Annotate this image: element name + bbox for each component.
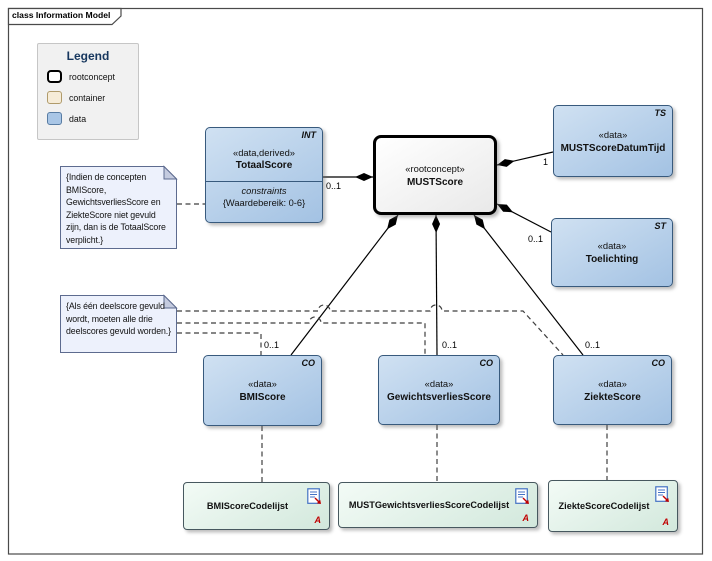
multiplicity-gewichtsverliesscore: 0..1 xyxy=(442,340,458,350)
codelist-name: ZiekteScoreCodelijst xyxy=(558,501,650,511)
codelist-badge: A xyxy=(662,517,670,527)
document-icon xyxy=(655,486,669,502)
codelist-bmiscore[interactable]: BMIScoreCodelijst A xyxy=(183,482,330,530)
note-fold-icon xyxy=(163,165,178,180)
stereotype: «rootconcept» xyxy=(405,162,465,174)
constraint-value: {Waardebereik: 0-6} xyxy=(222,198,306,208)
link-mustscore-toelichting[interactable] xyxy=(496,203,552,233)
multiplicity-bmiscore: 0..1 xyxy=(264,340,280,350)
noteline-ziektescore[interactable] xyxy=(177,304,564,356)
link-mustscore-gewichtsverliesscore[interactable] xyxy=(432,214,441,356)
datatype-marker: ST xyxy=(654,221,666,231)
legend-item-label: container xyxy=(69,92,106,103)
datatype-marker: CO xyxy=(301,358,316,368)
class-name: MUSTScoreDatumTijd xyxy=(560,142,666,154)
stereotype: «data» xyxy=(424,377,454,389)
stereotype: «data» xyxy=(597,240,627,251)
codelist-ziektescore[interactable]: ZiekteScoreCodelijst A xyxy=(548,480,678,532)
class-name: Toelichting xyxy=(585,254,639,265)
multiplicity-ziektescore: 0..1 xyxy=(585,340,601,350)
link-mustscore-bmiscore[interactable] xyxy=(290,214,399,356)
legend: Legend rootconcept container data xyxy=(37,43,139,140)
note-deelscores-text: {Als één deelscore gevuld wordt, moeten … xyxy=(66,301,171,337)
multiplicity-toelichting: 0..1 xyxy=(528,234,544,244)
legend-item-label: rootconcept xyxy=(69,71,115,82)
container-swatch-icon xyxy=(47,91,62,104)
note-shape-totaalscore[interactable] xyxy=(60,166,177,249)
class-toelichting[interactable]: ST «data» Toelichting xyxy=(551,218,673,287)
datatype-marker: CO xyxy=(651,358,666,368)
class-name: MUSTScore xyxy=(406,176,464,188)
class-name: ZiekteScore xyxy=(584,391,641,403)
datatype-marker: CO xyxy=(479,358,494,368)
link-mustscore-datumtijd[interactable] xyxy=(496,151,554,167)
legend-item-container: container xyxy=(47,90,138,105)
noteline-bmiscore[interactable] xyxy=(177,332,262,355)
datatype-marker: INT xyxy=(301,130,317,140)
class-ziektescore[interactable]: CO «data» ZiekteScore xyxy=(553,355,672,425)
class-bmiscore[interactable]: CO «data» BMIScore xyxy=(203,355,322,426)
note-totaalscore-text: {Indien de concepten BMIScore, Gewichtsv… xyxy=(66,172,166,245)
multiplicity-totaalscore: 0..1 xyxy=(326,181,342,191)
note-shape-deelscores[interactable] xyxy=(60,295,177,353)
data-swatch-icon xyxy=(47,112,62,125)
codelist-badge: A xyxy=(314,515,322,525)
stereotype: «data» xyxy=(598,128,628,140)
noteline-gewichtsverliesscore[interactable] xyxy=(177,316,426,355)
rootconcept-swatch-icon xyxy=(47,70,62,83)
frame-tab xyxy=(7,7,122,26)
stereotype: «data» xyxy=(598,377,627,389)
class-name: TotaalScore xyxy=(235,160,293,171)
codelist-name: MUSTGewichtsverliesScoreCodelijst xyxy=(348,500,510,510)
note-fold-icon xyxy=(163,294,178,309)
stereotype: «data» xyxy=(248,378,277,389)
legend-item-label: data xyxy=(69,113,87,124)
legend-item-data: data xyxy=(47,111,138,126)
codelist-mustgewichtsverliesscore[interactable]: MUSTGewichtsverliesScoreCodelijst A xyxy=(338,482,538,528)
class-gewichtsverliesscore[interactable]: CO «data» GewichtsverliesScore xyxy=(378,355,500,425)
link-mustscore-ziektescore[interactable] xyxy=(473,214,584,356)
codelist-badge: A xyxy=(522,513,530,523)
class-mustscoredatumtijd[interactable]: TS «data» MUSTScoreDatumTijd xyxy=(553,105,673,177)
compartment-title: constraints xyxy=(241,186,287,196)
frame-title: class Information Model xyxy=(12,10,111,20)
document-icon xyxy=(307,488,321,504)
class-mustscore[interactable]: «rootconcept» MUSTScore xyxy=(373,135,497,215)
class-name: BMIScore xyxy=(239,392,286,403)
diagram-frame xyxy=(7,7,704,555)
legend-title: Legend xyxy=(66,49,110,63)
legend-item-rootconcept: rootconcept xyxy=(47,69,138,84)
stereotype: «data,derived» xyxy=(232,147,296,158)
datatype-marker: TS xyxy=(654,108,666,118)
multiplicity-datumtijd: 1 xyxy=(543,157,549,167)
codelist-name: BMIScoreCodelijst xyxy=(206,501,289,511)
constraints-compartment: constraints {Waardebereik: 0-6} xyxy=(206,181,322,208)
class-totaalscore[interactable]: INT «data,derived» TotaalScore constrain… xyxy=(205,127,323,223)
class-name: GewichtsverliesScore xyxy=(387,391,491,403)
document-icon xyxy=(515,488,529,504)
